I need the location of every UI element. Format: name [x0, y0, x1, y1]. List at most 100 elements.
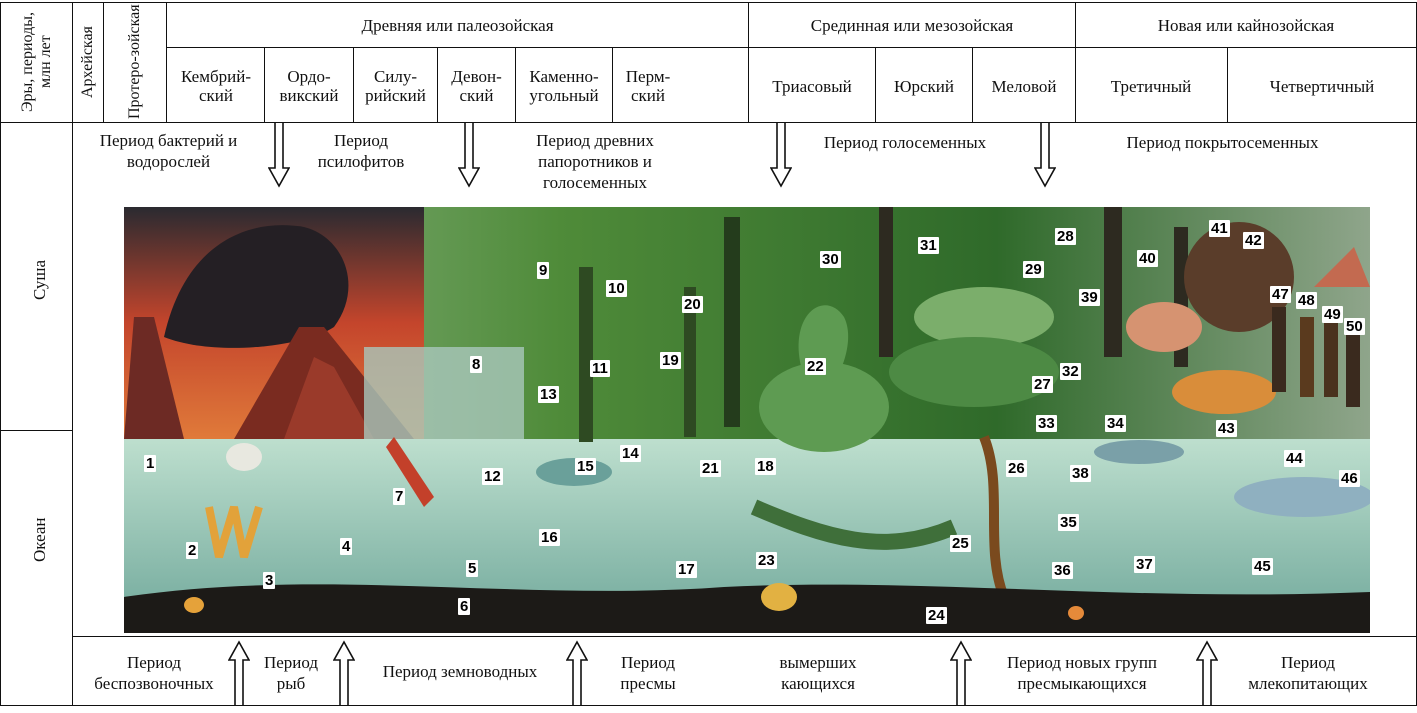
figure-label: 17: [676, 561, 697, 578]
flora-gymnosperms: Период голосеменных: [823, 133, 987, 152]
figure-label: 21: [700, 460, 721, 477]
period-silurian: Силу-рийский: [365, 67, 426, 105]
period-divider-5: [612, 47, 613, 123]
fauna-amphibians: Период земноводных: [382, 662, 538, 681]
archean-divider: [103, 2, 104, 123]
period-divider-1: [264, 47, 265, 123]
era-proterozoic: Протеро-зойская: [126, 4, 143, 120]
era-archean: Архейская: [79, 26, 96, 98]
flora-psilophytes: Период псилофитов: [317, 131, 405, 171]
period-divider-7: [972, 47, 973, 123]
down-arrow-icon: [1034, 122, 1056, 188]
period-devonian: Девон-ский: [451, 67, 502, 105]
period-permian: Перм-ский: [625, 67, 671, 105]
period-divider-4: [515, 47, 516, 123]
fauna-new-reptiles: Период новых групп пресмыкающихся: [1006, 653, 1158, 693]
table-left-border: [0, 2, 1, 706]
figure-label: 47: [1270, 286, 1291, 303]
period-cambrian: Кембрий-ский: [180, 67, 251, 105]
fauna-invertebrates: Период беспозвоночных: [94, 653, 214, 693]
figure-label: 38: [1070, 465, 1091, 482]
figure-label: 36: [1052, 562, 1073, 579]
fauna-reptiles: Период пресмы: [620, 653, 676, 693]
figure-label: 10: [606, 280, 627, 297]
down-arrow-icon: [268, 122, 290, 188]
figure-label: 24: [926, 607, 947, 624]
flora-angiosperms: Период покрытосеменных: [1126, 133, 1319, 152]
fauna-fish: Период рыб: [263, 653, 319, 693]
flora-ferns: Период древних папоротников и голосеменн…: [536, 131, 654, 192]
figure-label: 20: [682, 296, 703, 313]
paleozoic-end-divider: [748, 2, 749, 123]
up-arrow-icon: [333, 640, 355, 706]
land-label: Суша: [30, 259, 49, 301]
figure-label: 31: [918, 237, 939, 254]
figure-label: 41: [1209, 220, 1230, 237]
land-ocean-divider: [0, 430, 73, 431]
figure-label: 4: [340, 538, 353, 555]
fauna-extinct: вымерших кающихся: [779, 653, 857, 693]
proterozoic-divider: [166, 2, 167, 123]
era-row-divider: [166, 47, 1417, 48]
figure-label: 22: [805, 358, 826, 375]
figure-label: 13: [538, 386, 559, 403]
figure-label: 2: [186, 542, 199, 559]
period-quaternary: Четвертичный: [1269, 76, 1375, 96]
eras-header: Эры, периоды, млн лет: [19, 12, 54, 112]
figure-label: 29: [1023, 261, 1044, 278]
figure-label: 8: [470, 356, 483, 373]
figure-label: 6: [458, 598, 471, 615]
figure-label: 37: [1134, 556, 1155, 573]
period-divider-3: [437, 47, 438, 123]
evolution-illustration: [124, 207, 1370, 633]
figure-label: 28: [1055, 228, 1076, 245]
figure-label: 35: [1058, 514, 1079, 531]
period-carboniferous: Каменно-угольный: [529, 67, 599, 105]
side-column-divider: [72, 2, 73, 706]
period-divider-6: [875, 47, 876, 123]
figure-label: 46: [1339, 470, 1360, 487]
period-ordovician: Ордо-викский: [279, 67, 339, 105]
up-arrow-icon: [1196, 640, 1218, 706]
era-mesozoic: Срединная или мезозойская: [810, 15, 1014, 35]
flora-bacteria: Период бактерий и водорослей: [99, 131, 238, 171]
figure-label: 11: [590, 360, 610, 377]
figure-label: 50: [1344, 318, 1365, 335]
figure-label: 34: [1105, 415, 1126, 432]
table-bottom-border: [0, 705, 1417, 706]
down-arrow-icon: [770, 122, 792, 188]
fauna-row-top-line: [72, 636, 1417, 637]
figure-label: 49: [1322, 306, 1343, 323]
up-arrow-icon: [228, 640, 250, 706]
figure-label: 3: [263, 572, 276, 589]
figure-label: 15: [575, 458, 596, 475]
figure-label: 5: [466, 560, 479, 577]
figure-label: 12: [482, 468, 503, 485]
figure-label: 40: [1137, 250, 1158, 267]
figure-label: 43: [1216, 420, 1237, 437]
figure-label: 30: [820, 251, 841, 268]
period-triassic: Триасовый: [772, 76, 852, 96]
figure-label: 1: [144, 455, 157, 472]
figure-label: 26: [1006, 460, 1027, 477]
figure-label: 42: [1243, 232, 1264, 249]
figure-label: 16: [539, 529, 560, 546]
period-cretaceous: Меловой: [991, 76, 1057, 96]
figure-label: 44: [1284, 450, 1305, 467]
fauna-mammals: Период млекопитающих: [1248, 653, 1368, 693]
figure-label: 23: [756, 552, 777, 569]
figure-label: 32: [1060, 363, 1081, 380]
up-arrow-icon: [950, 640, 972, 706]
era-cenozoic: Новая или кайнозойская: [1157, 15, 1335, 35]
figure-label: 45: [1252, 558, 1273, 575]
figure-label: 9: [537, 262, 550, 279]
mesozoic-end-divider: [1075, 2, 1076, 123]
figure-label: 48: [1296, 292, 1317, 309]
period-divider-8: [1227, 47, 1228, 123]
figure-label: 33: [1036, 415, 1057, 432]
figure-label: 18: [755, 458, 776, 475]
era-paleozoic: Древняя или палеозойская: [361, 15, 554, 35]
figure-label: 25: [950, 535, 971, 552]
down-arrow-icon: [458, 122, 480, 188]
figure-label: 39: [1079, 289, 1100, 306]
